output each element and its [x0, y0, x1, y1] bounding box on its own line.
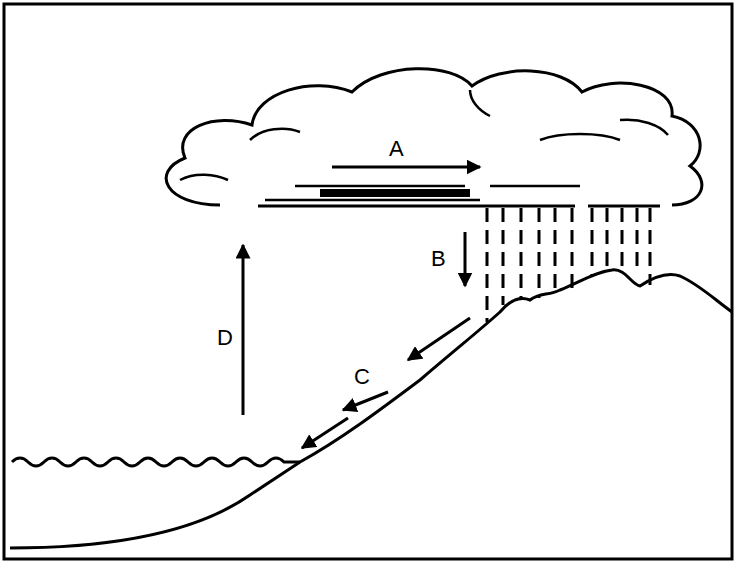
arrow-c — [343, 392, 388, 410]
cloud-base — [258, 186, 660, 206]
callout-letter: B — [431, 248, 446, 270]
callout-letter: C — [354, 366, 370, 388]
arrow-c — [302, 418, 348, 448]
ocean — [12, 458, 300, 466]
frame — [4, 4, 732, 559]
rain — [487, 208, 650, 322]
arrow-a — [332, 166, 480, 169]
cloud — [166, 69, 702, 205]
arrow-b — [464, 232, 467, 286]
cloud-detail — [180, 90, 668, 180]
arrow-c — [408, 318, 470, 360]
land — [10, 270, 732, 548]
callout-letter: A — [389, 138, 404, 160]
arrow-d — [242, 245, 245, 415]
arrows — [243, 167, 480, 448]
callout-letter: D — [217, 327, 233, 349]
